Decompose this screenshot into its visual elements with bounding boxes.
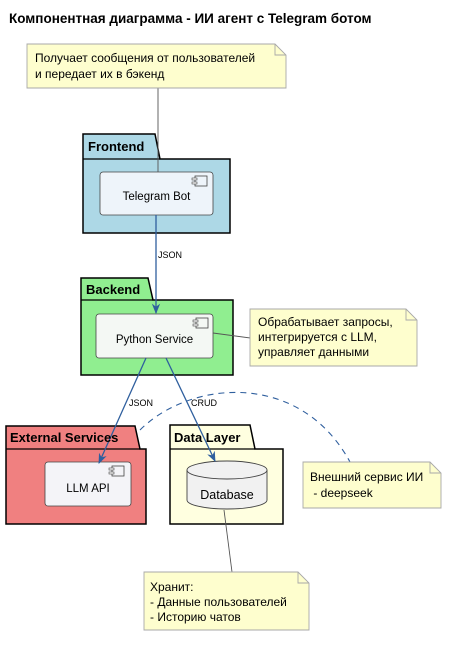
db-note-connector	[223, 509, 233, 573]
llm-note	[302, 461, 442, 509]
backend-note	[249, 308, 418, 367]
llm-api-component	[44, 461, 132, 507]
frontend-note	[26, 43, 287, 89]
frontend-package-label: Frontend	[88, 139, 145, 154]
db-note-line-2: - Данные пользователей	[150, 595, 287, 609]
backend-note-line-2: интегрируется с LLM,	[258, 330, 378, 344]
llm-note-line-1: Внешний сервис ИИ	[310, 470, 424, 484]
python-service-label: Python Service	[115, 334, 194, 346]
telegram-bot-label: Telegram Bot	[122, 191, 191, 203]
backend-note-line-3: управляет данными	[258, 345, 370, 359]
llm-note-line-2: - deepseek	[310, 486, 373, 500]
db-note-line-1: Хранит:	[150, 580, 194, 594]
service-to-db-label: CRUD	[191, 398, 217, 408]
backend-package-label: Backend	[86, 282, 141, 297]
bot-to-service-label: JSON	[158, 250, 183, 260]
frontend-note-line-2: и передает их в бэкенд	[35, 67, 165, 81]
external-services-package-label: External Services	[10, 430, 119, 445]
backend-note-line-1: Обрабатывает запросы,	[258, 315, 393, 329]
frontend-note-line-1: Получает сообщения от пользователей	[35, 51, 256, 65]
arrow-service-to-db	[165, 357, 216, 462]
db-note-line-3: - Историю чатов	[150, 610, 241, 624]
telegram-bot-component	[99, 171, 214, 216]
database-label: Database	[200, 488, 254, 502]
service-to-llm-label: JSON	[129, 398, 154, 408]
database-component	[186, 460, 268, 510]
arrow-service-to-llm	[98, 357, 147, 464]
llm-note-dashed-connector	[139, 391, 351, 463]
data-layer-package-label: Data Layer	[174, 430, 241, 445]
db-note	[143, 571, 310, 631]
diagram-title: Компонентная диаграмма - ИИ агент с Tele…	[9, 11, 372, 26]
llm-api-label: LLM API	[66, 483, 110, 495]
